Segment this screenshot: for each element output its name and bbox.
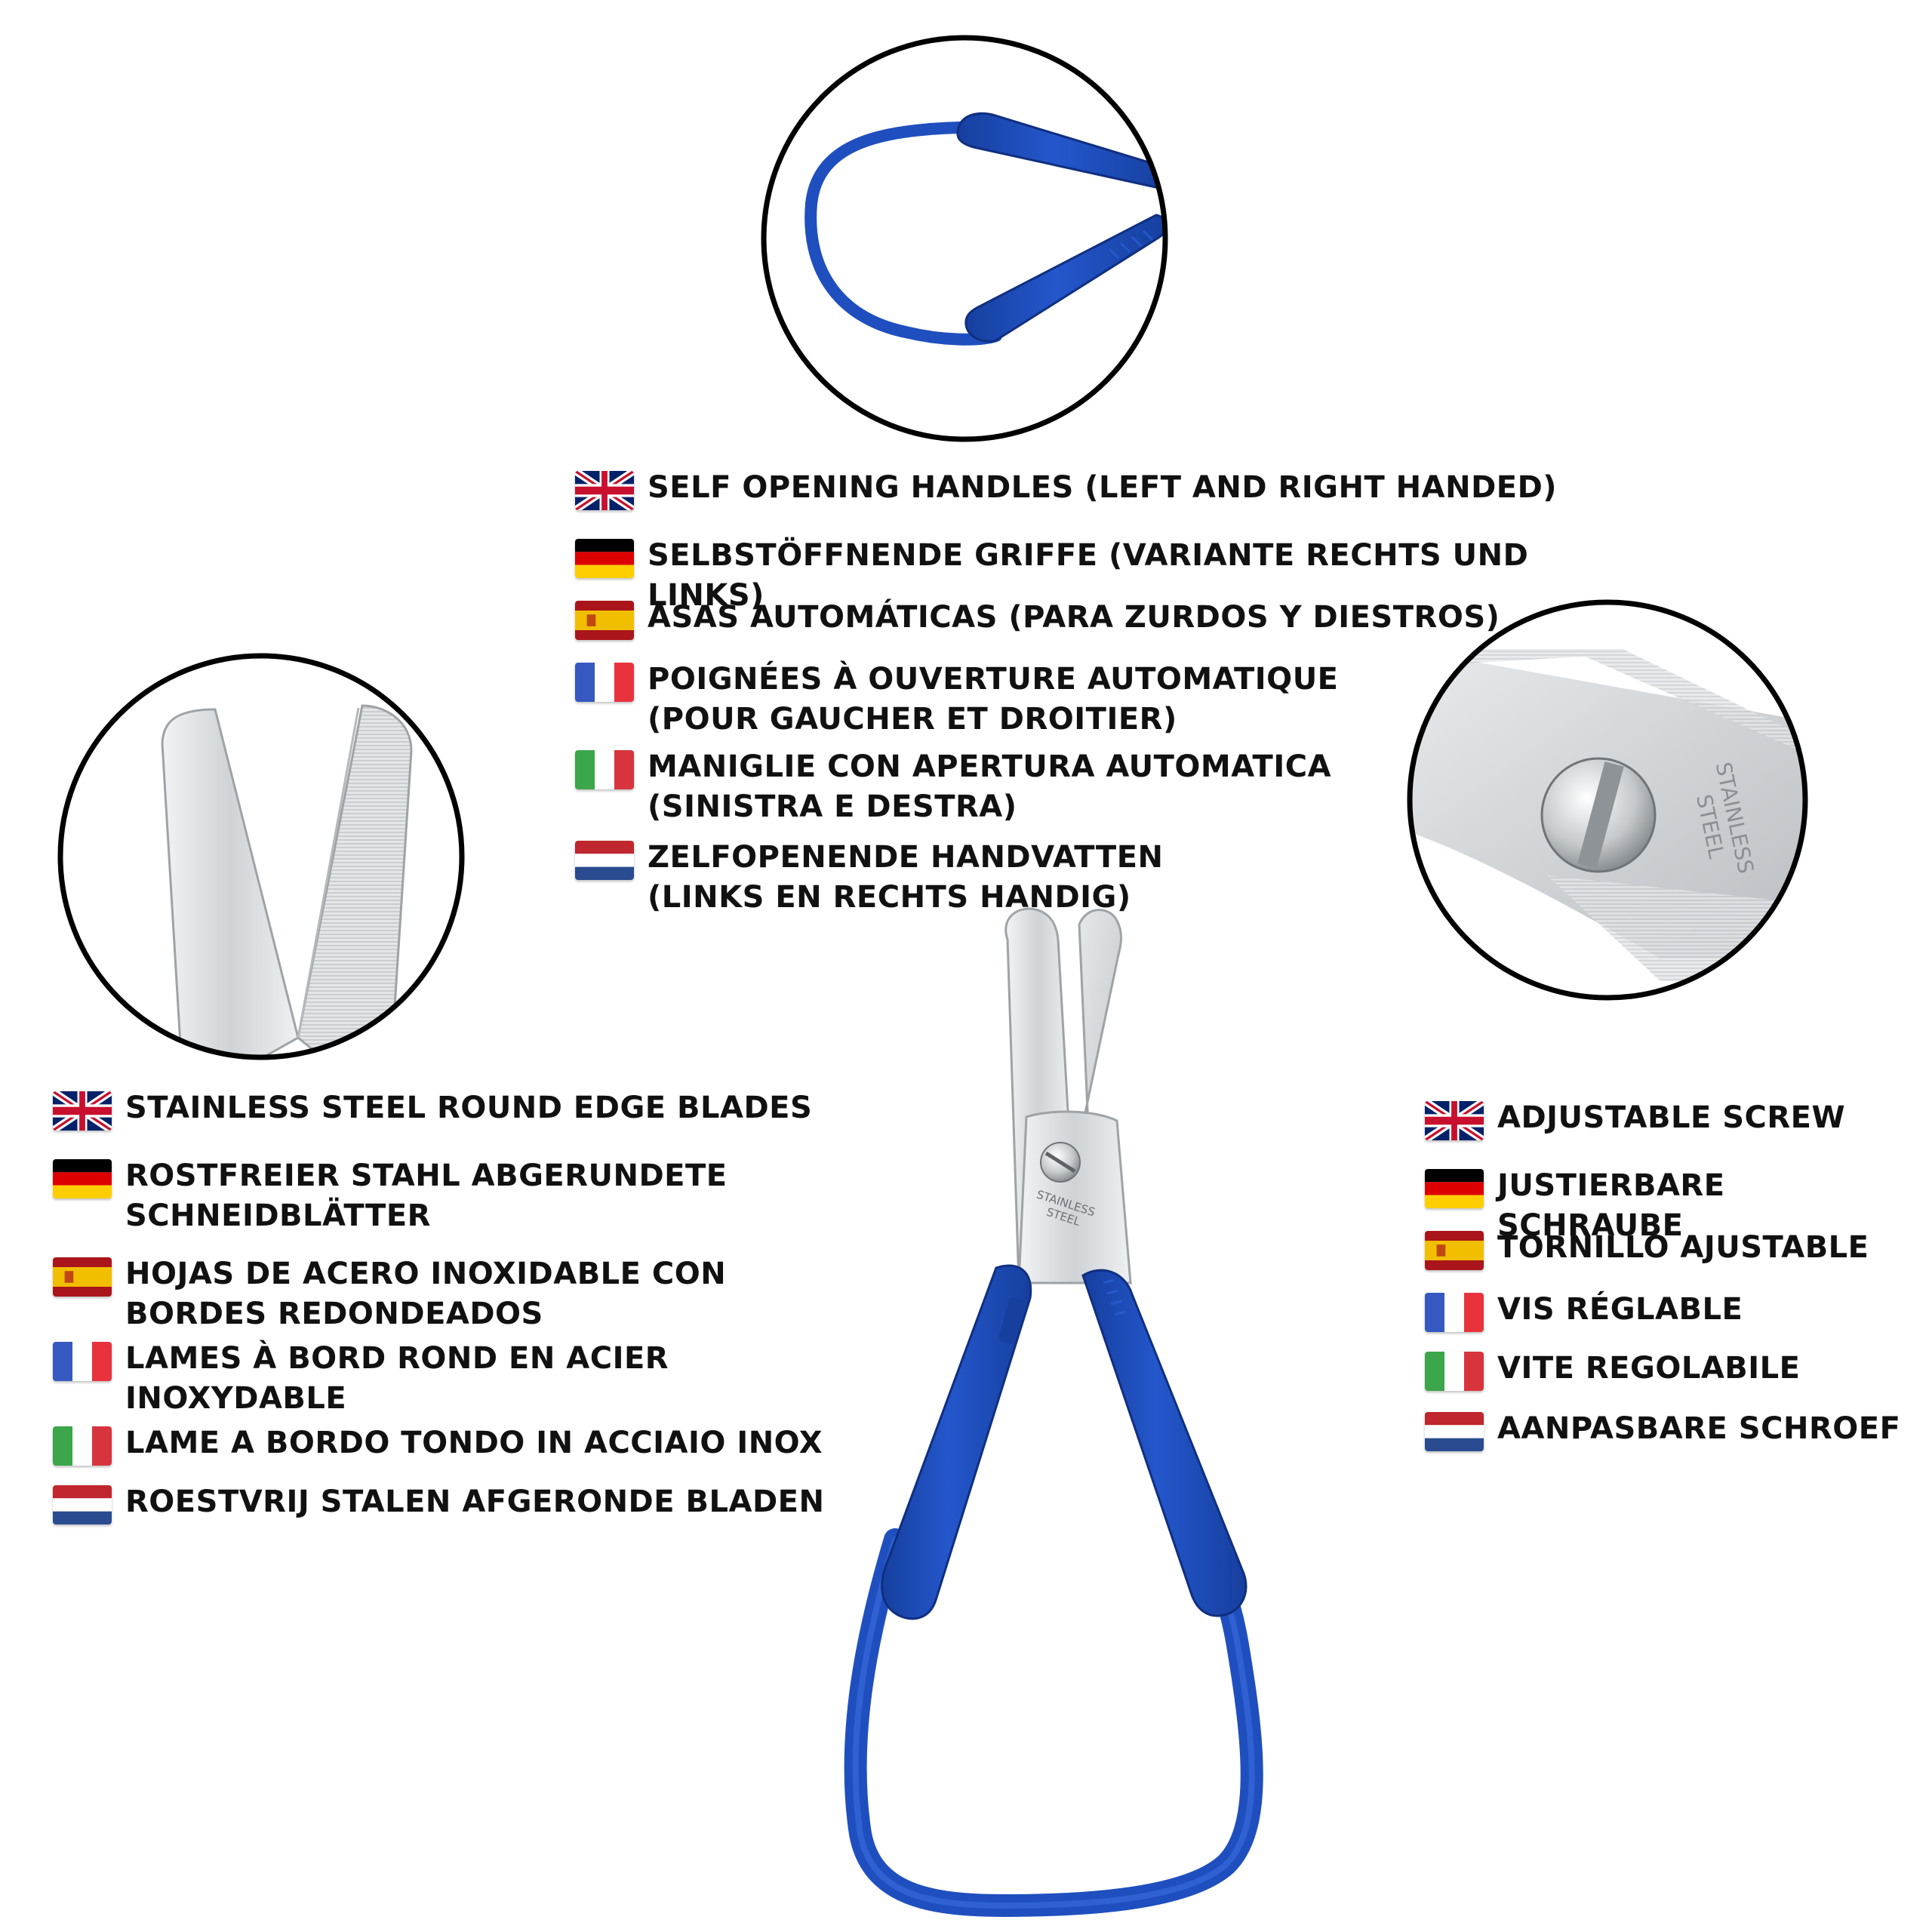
feature-item: AANPASBARE SCHROEF (1425, 1409, 1900, 1451)
feature-label: HOJAS DE ACERO INOXIDABLE CON BORDES RED… (125, 1257, 727, 1331)
france-flag-icon (1425, 1293, 1484, 1332)
feature-label: VIS RÉGLABLE (1497, 1292, 1743, 1327)
feature-label: SELF OPENING HANDLES (LEFT AND RIGHT HAN… (648, 470, 1558, 505)
germany-flag-icon (1425, 1169, 1484, 1208)
scissors-right-handle (1081, 1269, 1247, 1617)
feature-item: JUSTIERBARE SCHRAUBE (1425, 1166, 1908, 1246)
feature-item: SELBSTÖFFNENDE GRIFFE (VARIANTE RECHTS U… (575, 536, 1632, 616)
feature-item: ROESTVRIJ STALEN AFGERONDE BLADEN (53, 1482, 824, 1524)
zoom-lower-handle (964, 214, 1165, 343)
netherlands-flag-icon (575, 841, 634, 880)
feature-item: VIS RÉGLABLE (1425, 1290, 1743, 1332)
feature-label: ROSTFREIER STAHL ABGERUNDETE SCHNEIDBLÄT… (125, 1158, 728, 1233)
spain-flag-icon (53, 1257, 112, 1297)
feature-item: HOJAS DE ACERO INOXIDABLE CON BORDES RED… (53, 1254, 726, 1334)
zoom-circle-handles (761, 35, 1168, 442)
france-flag-icon (53, 1342, 112, 1381)
feature-label: VITE REGOLABILE (1497, 1351, 1801, 1386)
feature-item: ASAS AUTOMÁTICAS (PARA ZURDOS Y DIESTROS… (575, 598, 1500, 640)
feature-item: ADJUSTABLE SCREW (1425, 1098, 1845, 1140)
feature-item: LAME A BORDO TONDO IN ACCIAIO INOX (53, 1423, 823, 1466)
uk-flag-icon (1425, 1101, 1484, 1140)
germany-flag-icon (575, 539, 634, 578)
feature-label: ZELFOPENENDE HANDVATTEN (LINKS EN RECHTS… (648, 840, 1164, 915)
zoom-upper-handle (956, 112, 1165, 190)
feature-item: STAINLESS STEEL ROUND EDGE BLADES (53, 1088, 812, 1131)
feature-item: SELF OPENING HANDLES (LEFT AND RIGHT HAN… (575, 468, 1557, 510)
zoom-circle-screw: STAINLESS STEEL (1407, 599, 1808, 1001)
feature-item: LAMES À BORD ROND EN ACIER INOXYDABLE (53, 1339, 669, 1419)
feature-label: MANIGLIE CON APERTURA AUTOMATICA (SINIST… (648, 749, 1332, 824)
italy-flag-icon (1425, 1352, 1484, 1391)
feature-item: POIGNÉES À OUVERTURE AUTOMATIQUE (POUR G… (575, 660, 1339, 740)
feature-label: AANPASBARE SCHROEF (1497, 1411, 1901, 1446)
feature-label: TORNILLO AJUSTABLE (1497, 1230, 1869, 1265)
main-scissors: STAINLESS STEEL (844, 907, 1263, 1918)
feature-label: ASAS AUTOMÁTICAS (PARA ZURDOS Y DIESTROS… (648, 600, 1500, 635)
handles-feature-list: SELF OPENING HANDLES (LEFT AND RIGHT HAN… (575, 468, 1632, 936)
feature-item: MANIGLIE CON APERTURA AUTOMATICA (SINIST… (575, 747, 1331, 827)
screw-feature-list: ADJUSTABLE SCREW JUSTIERBARE SCHRAUBE TO… (1425, 1098, 1908, 1460)
feature-label: ROESTVRIJ STALEN AFGERONDE BLADEN (125, 1484, 825, 1519)
netherlands-flag-icon (1425, 1412, 1484, 1451)
feature-label: STAINLESS STEEL ROUND EDGE BLADES (125, 1091, 813, 1125)
scissors-left-handle (881, 1264, 1032, 1620)
feature-label: JUSTIERBARE SCHRAUBE (1497, 1168, 1725, 1243)
italy-flag-icon (575, 750, 634, 789)
germany-flag-icon (53, 1159, 112, 1198)
spain-flag-icon (1425, 1231, 1484, 1270)
blades-feature-list: STAINLESS STEEL ROUND EDGE BLADES ROSTFR… (53, 1088, 883, 1541)
feature-item: ZELFOPENENDE HANDVATTEN (LINKS EN RECHTS… (575, 838, 1164, 918)
netherlands-flag-icon (53, 1485, 112, 1524)
uk-flag-icon (53, 1091, 112, 1131)
feature-label: POIGNÉES À OUVERTURE AUTOMATIQUE (POUR G… (648, 662, 1339, 737)
feature-label: SELBSTÖFFNENDE GRIFFE (VARIANTE RECHTS U… (648, 538, 1529, 613)
italy-flag-icon (53, 1426, 112, 1466)
feature-item: ROSTFREIER STAHL ABGERUNDETE SCHNEIDBLÄT… (53, 1156, 728, 1236)
feature-label: LAMES À BORD ROND EN ACIER INOXYDABLE (125, 1341, 669, 1416)
feature-label: LAME A BORDO TONDO IN ACCIAIO INOX (125, 1426, 823, 1460)
france-flag-icon (575, 663, 634, 702)
feature-item: TORNILLO AJUSTABLE (1425, 1228, 1869, 1270)
spain-flag-icon (575, 601, 634, 640)
uk-flag-icon (575, 471, 634, 510)
zoom-circle-blades (57, 653, 465, 1060)
feature-label: ADJUSTABLE SCREW (1497, 1100, 1846, 1135)
zoom-left-blade (161, 708, 300, 1057)
feature-item: VITE REGOLABILE (1425, 1349, 1800, 1391)
